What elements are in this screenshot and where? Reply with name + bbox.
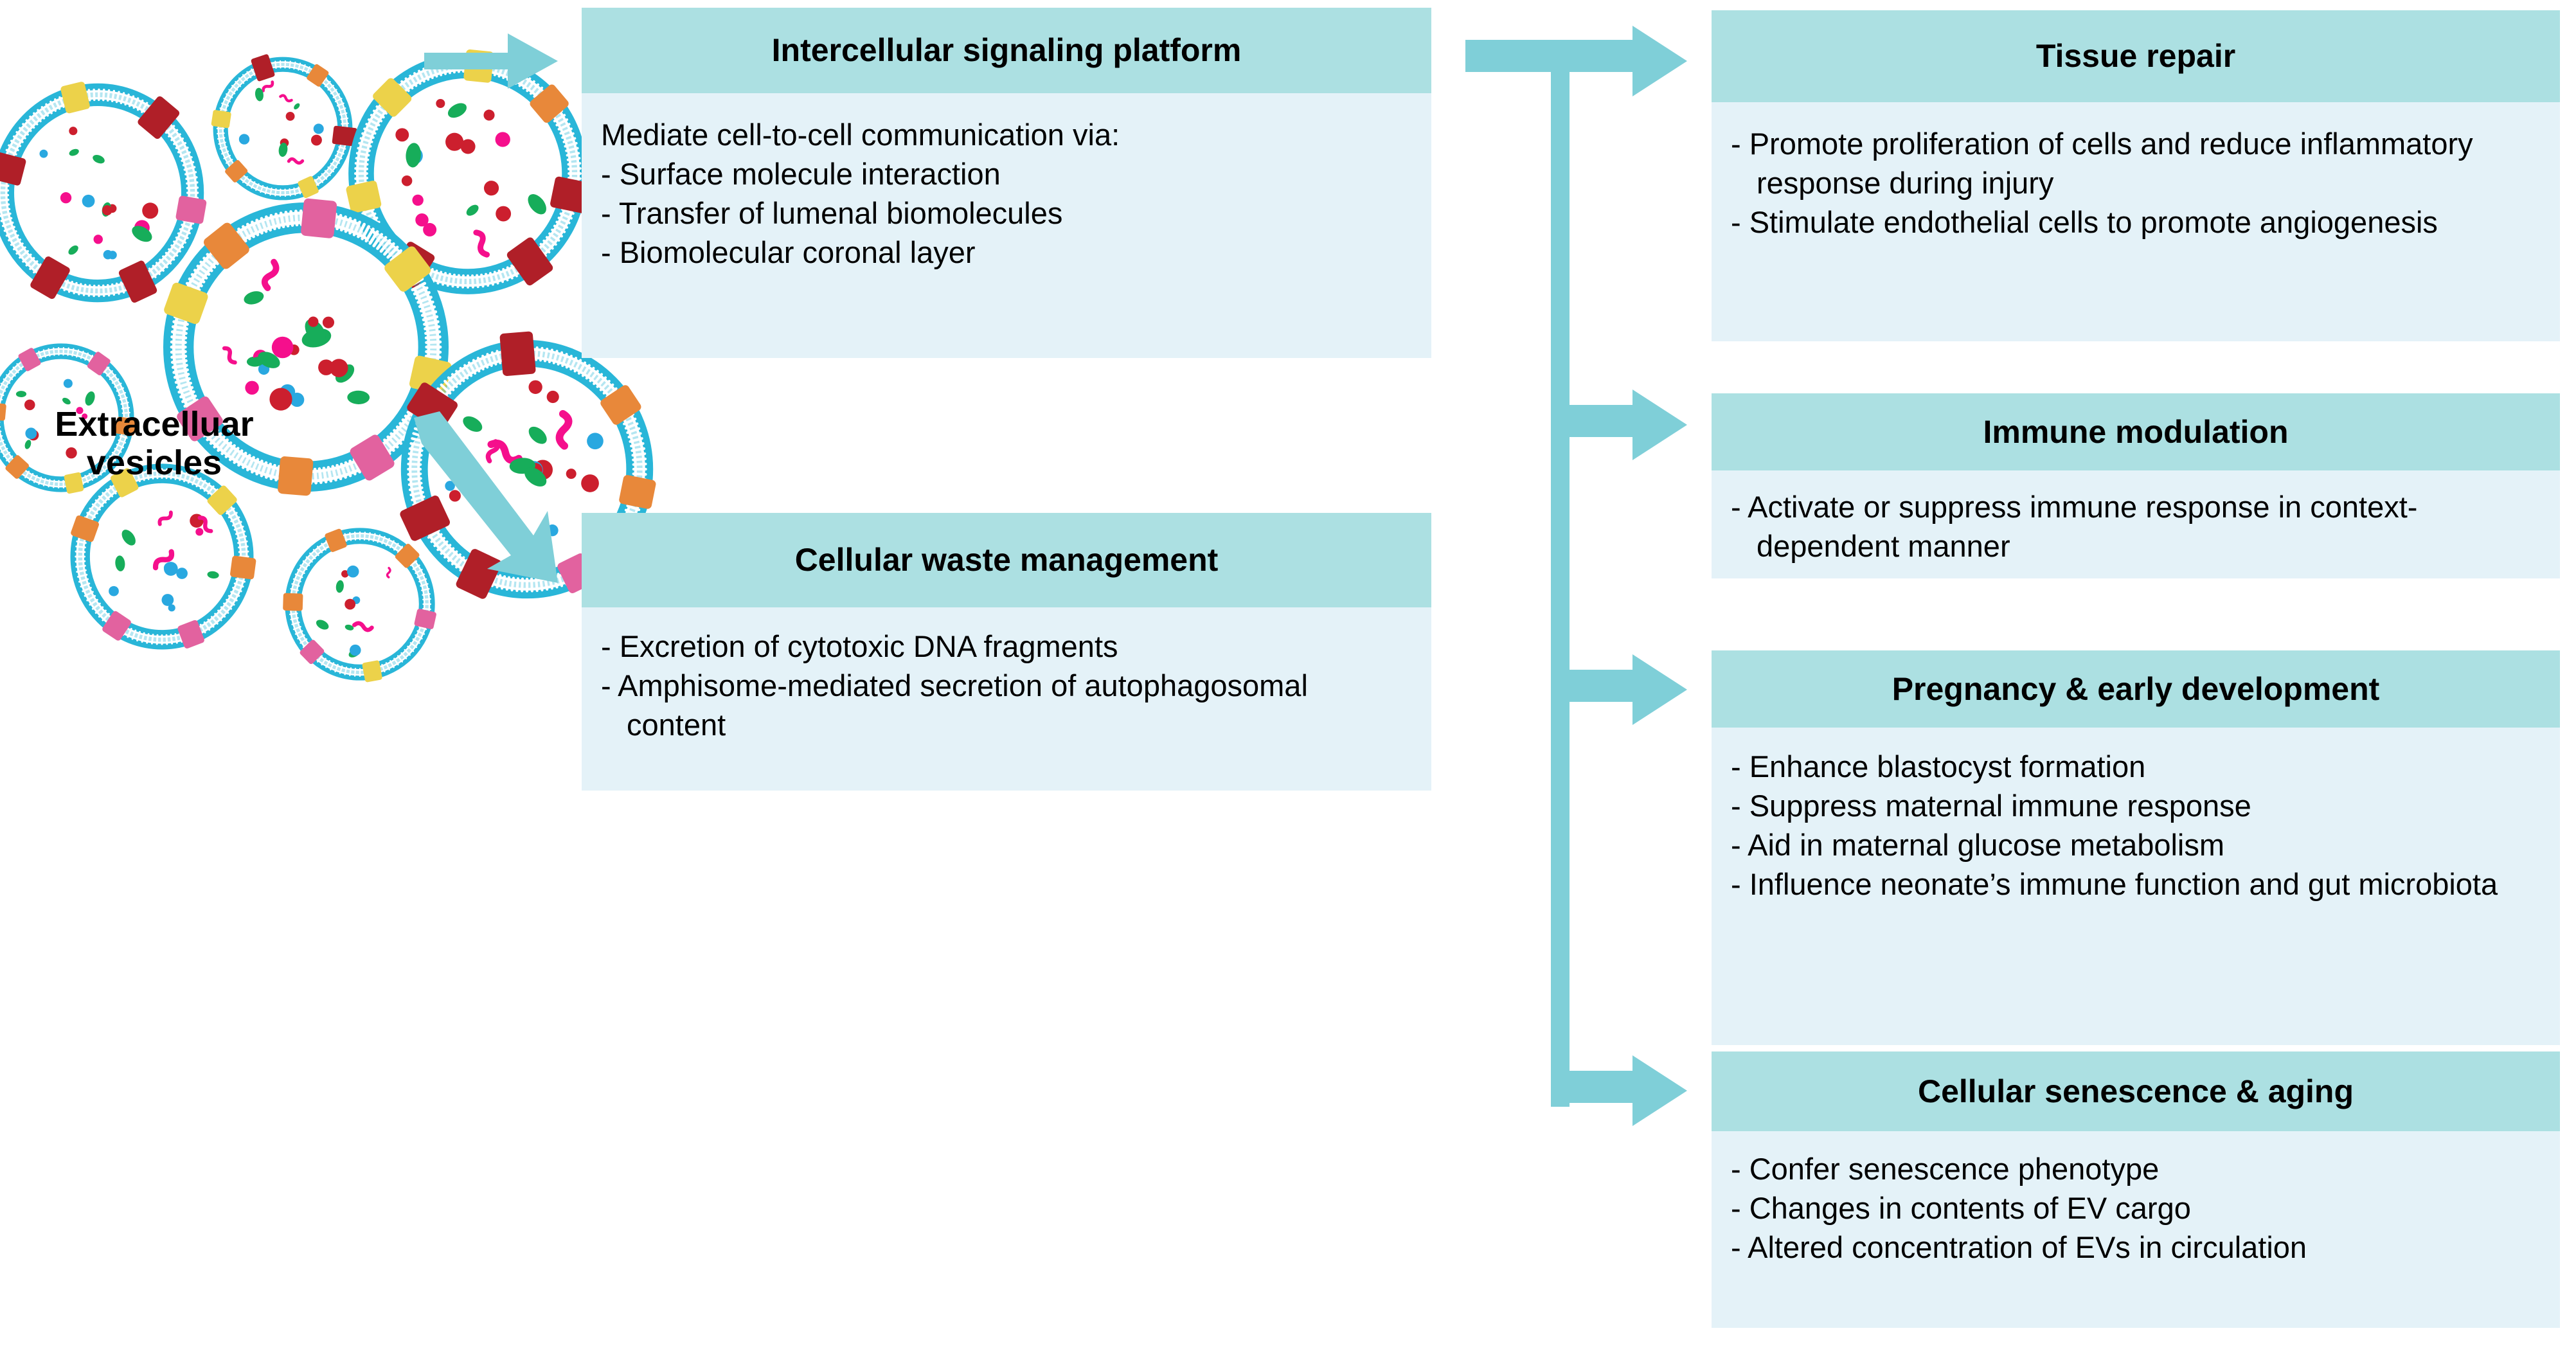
panel-body: - Confer senescence phenotype - Changes … <box>1712 1131 2560 1328</box>
arrow-vesicles-to-intercellular-signaling <box>424 33 558 89</box>
panel-title: Intercellular signaling platform <box>582 8 1431 93</box>
panel-tissue-repair[interactable]: Tissue repair - Promote proliferation of… <box>1712 10 2560 341</box>
panel-intercellular-signaling-platform[interactable]: Intercellular signaling platform Mediate… <box>582 8 1431 358</box>
arrow-vesicles-to-cellular-waste <box>414 411 558 583</box>
vesicle-8 <box>283 528 436 683</box>
arrow-trunk-to-tissue-repair <box>1465 26 1687 96</box>
body-bullet: - Changes in contents of EV cargo <box>1731 1191 2191 1226</box>
panel-body: Mediate cell-to-cell communication via: … <box>582 93 1431 358</box>
panel-cellular-waste-management[interactable]: Cellular waste management - Excretion of… <box>582 513 1431 791</box>
extracellular-vesicles-label: Extracelluar vesicles <box>19 405 289 483</box>
panel-immune-modulation[interactable]: Immune modulation - Activate or suppress… <box>1712 393 2560 578</box>
body-bullet: - Promote proliferation of cells and red… <box>1731 127 2473 201</box>
panel-body: - Activate or suppress immune response i… <box>1712 470 2560 578</box>
ev-label-line1: Extracelluar <box>55 405 254 443</box>
panel-title: Immune modulation <box>1712 393 2560 470</box>
vesicle-1 <box>0 82 207 303</box>
panel-title: Tissue repair <box>1712 10 2560 102</box>
body-bullet: - Confer senescence phenotype <box>1731 1152 2160 1186</box>
body-bullet: - Aid in maternal glucose metabolism <box>1731 828 2225 863</box>
vesicle-7 <box>70 463 256 650</box>
arrow-trunk-to-senescence <box>1551 1055 1687 1126</box>
arrow-trunk-to-pregnancy <box>1565 654 1687 725</box>
panel-body: - Enhance blastocyst formation - Suppres… <box>1712 728 2560 1045</box>
arrow-trunk-to-immune-modulation <box>1565 389 1687 460</box>
body-bullet: - Stimulate endothelial cells to promote… <box>1731 205 2438 240</box>
panel-pregnancy-early-development[interactable]: Pregnancy & early development - Enhance … <box>1712 650 2560 1045</box>
connector-trunk <box>1551 40 1570 1107</box>
body-bullet: - Altered concentration of EVs in circul… <box>1731 1230 2307 1265</box>
panel-cellular-senescence-aging[interactable]: Cellular senescence & aging - Confer sen… <box>1712 1051 2560 1328</box>
body-bullet: - Influence neonate’s immune function an… <box>1731 867 2498 902</box>
body-bullet: - Suppress maternal immune response <box>1731 789 2251 823</box>
panel-title: Cellular waste management <box>582 513 1431 607</box>
vesicle-2 <box>211 54 357 201</box>
body-bullet: - Amphisome-mediated secretion of autoph… <box>601 668 1308 742</box>
vesicle-3 <box>346 49 595 294</box>
body-bullet: - Excretion of cytotoxic DNA fragments <box>601 629 1118 663</box>
body-bullet: - Enhance blastocyst formation <box>1731 749 2146 783</box>
body-bullet: - Activate or suppress immune response i… <box>1731 490 2418 564</box>
body-bullet: - Biomolecular coronal layer <box>601 235 976 270</box>
body-line: Mediate cell-to-cell communication via: <box>601 118 1120 152</box>
body-bullet: - Surface molecule interaction <box>601 157 1001 192</box>
panel-body: - Promote proliferation of cells and red… <box>1712 102 2560 341</box>
panel-title: Pregnancy & early development <box>1712 650 2560 728</box>
panel-title: Cellular senescence & aging <box>1712 1051 2560 1131</box>
panel-body: - Excretion of cytotoxic DNA fragments -… <box>582 607 1431 791</box>
body-bullet: - Transfer of lumenal biomolecules <box>601 196 1063 231</box>
ev-label-line2: vesicles <box>86 443 222 483</box>
